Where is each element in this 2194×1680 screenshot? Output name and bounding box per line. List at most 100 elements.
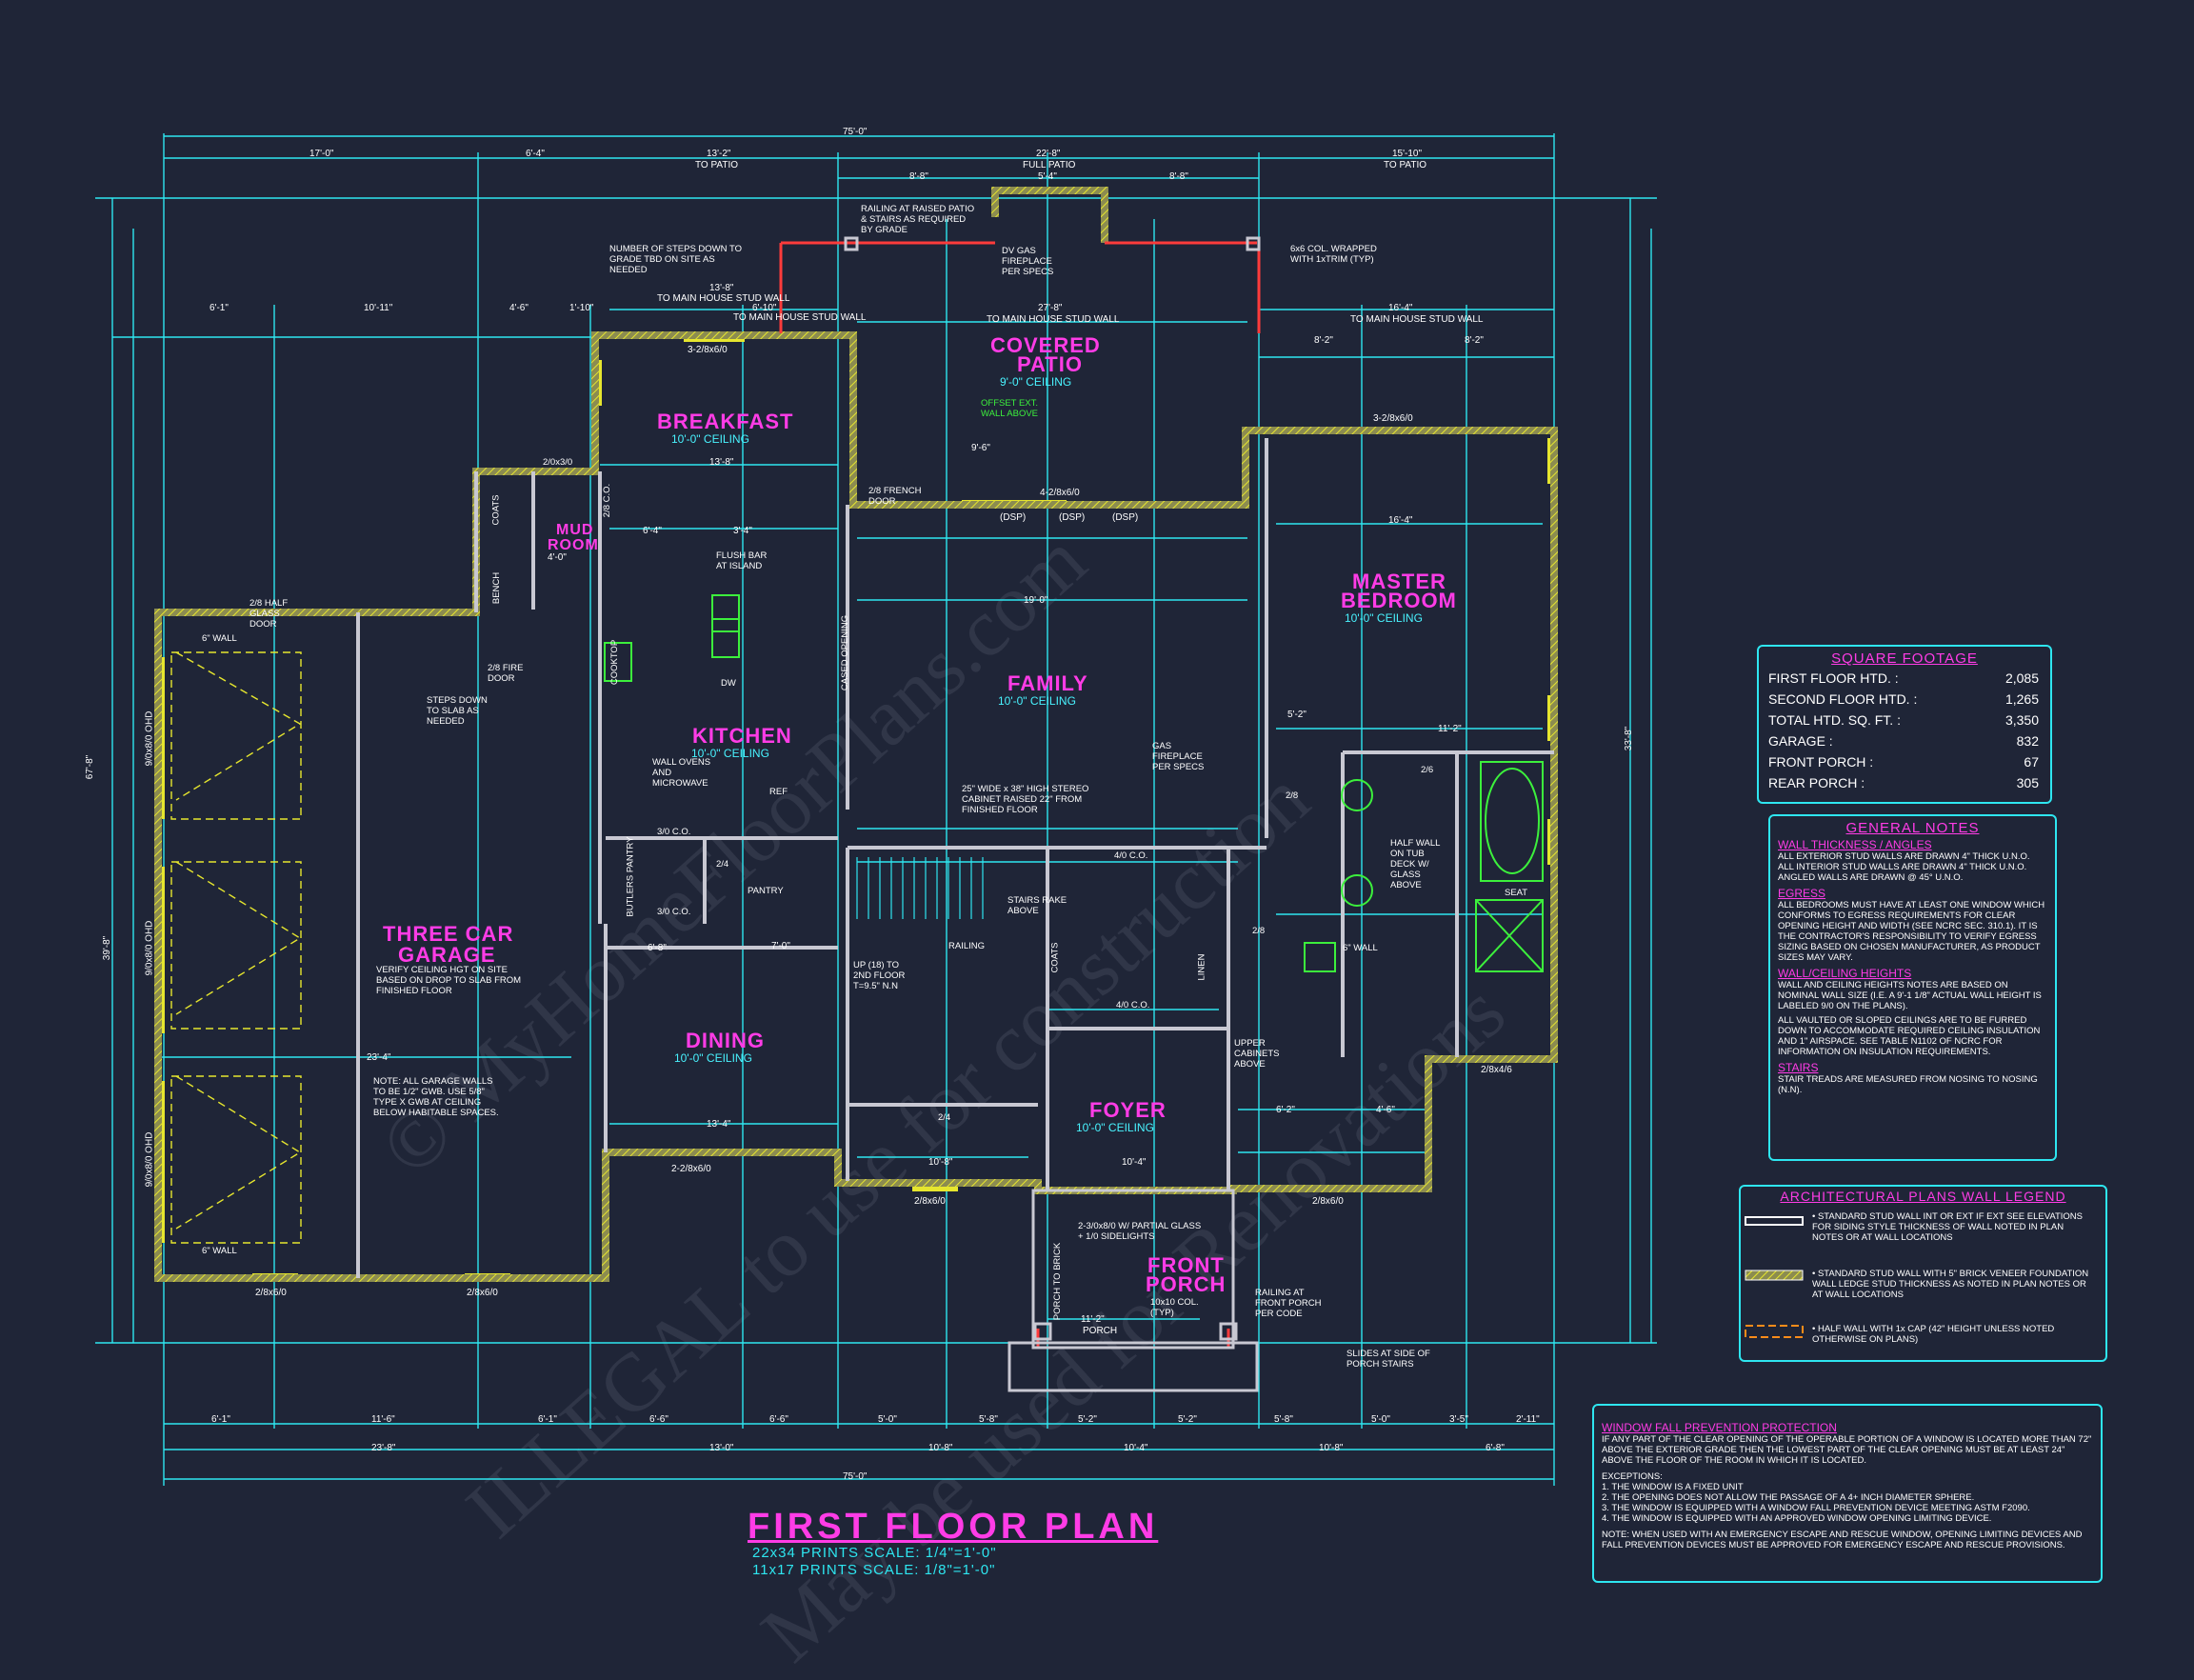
notes-heading-heights: WALL/CEILING HEIGHTS <box>1778 967 1912 980</box>
room-breakfast: BREAKFAST <box>657 410 794 433</box>
garage-door-1: 9/0x8/0 OHD <box>144 710 155 767</box>
ceiling-master: 10'-0" CEILING <box>1345 611 1423 625</box>
label-co-7: 2/4 <box>938 1112 951 1123</box>
ceiling-dining: 10'-0" CEILING <box>674 1051 752 1065</box>
callout-porch-to-brick: PORCH TO BRICK <box>1052 1242 1064 1321</box>
dim-bottom-1: 6'-1" <box>211 1414 230 1425</box>
dim-13-4: 13'-4" <box>707 1119 731 1130</box>
dim-10-8: 10'-8" <box>928 1157 953 1168</box>
callout-french-door: 2/8 FRENCH DOOR <box>868 486 922 507</box>
legend-line-1: • STANDARD STUD WALL INT OR EXT IF EXT S… <box>1812 1211 2083 1243</box>
legend-swatches <box>1745 1216 1804 1338</box>
notes-heading-wall: WALL THICKNESS / ANGLES <box>1778 838 1932 851</box>
floor-plan-drawing <box>95 133 1804 1486</box>
window-fall-e1: 1. THE WINDOW IS A FIXED UNIT <box>1602 1482 1744 1492</box>
dim-bottom2-2: 13'-0" <box>709 1443 734 1453</box>
dim-row3-d: 1'-10" <box>569 303 594 313</box>
sf-value: 2,085 <box>2005 670 2039 686</box>
callout-dv-gas: DV GAS FIREPLACE PER SPECS <box>1002 246 1054 277</box>
dim-bottom-12: 3'-5" <box>1449 1414 1468 1425</box>
notes-stairs-text: STAIR TREADS ARE MEASURED FROM NOSING TO… <box>1778 1074 2038 1095</box>
callout-half-wall-tub: HALF WALL ON TUB DECK W/ GLASS ABOVE <box>1390 838 1441 890</box>
callout-wall-6c: 6" WALL <box>1343 943 1378 953</box>
callout-steps-slab: STEPS DOWN TO SLAB AS NEEDED <box>427 695 488 727</box>
window-fall-panel: WINDOW FALL PREVENTION PROTECTION IF ANY… <box>1592 1404 2103 1583</box>
ceiling-covered-patio: 9'-0" CEILING <box>1000 375 1072 389</box>
callout-railing-raised: RAILING AT RAISED PATIO & STAIRS AS REQU… <box>861 204 975 235</box>
label-co-8: 2/8 <box>1286 790 1299 801</box>
dim-7-0: 7'-0" <box>771 941 790 951</box>
room-master-1: MASTER <box>1352 570 1446 593</box>
sf-label: GARAGE : <box>1768 733 1833 749</box>
dim-left-total: 67'-8" <box>85 754 96 780</box>
callout-col-6x6: 6x6 COL. WRAPPED WITH 1xTRIM (TYP) <box>1290 244 1377 265</box>
callout-porch-railing: RAILING AT FRONT PORCH PER CODE <box>1255 1288 1322 1319</box>
dim-to-main-3: TO MAIN HOUSE STUD WALL <box>987 314 1120 325</box>
square-footage-row: TOTAL HTD. SQ. FT. : 3,350 <box>1768 712 2039 733</box>
dim-13-8: 13'-8" <box>709 283 734 293</box>
dim-bottom-11: 5'-0" <box>1371 1414 1390 1425</box>
dim-garage-depth: 39'-8" <box>102 935 113 961</box>
fixtures <box>604 594 1544 972</box>
notes-egress-text: ALL BEDROOMS MUST HAVE AT LEAST ONE WIND… <box>1778 900 2045 963</box>
sf-value: 67 <box>2024 754 2039 770</box>
room-covered-patio-1: COVERED <box>990 333 1101 357</box>
patio-railing <box>779 241 1261 1348</box>
sf-label: FRONT PORCH : <box>1768 754 1874 770</box>
dim-porch: PORCH <box>1083 1326 1118 1336</box>
label-bench: BENCH <box>491 571 503 605</box>
dim-bottom2-6: 6'-8" <box>1486 1443 1505 1453</box>
sf-value: 3,350 <box>2005 712 2039 728</box>
sf-label: REAR PORCH : <box>1768 775 1865 790</box>
square-footage-row: SECOND FLOOR HTD. :1,265 <box>1768 691 2039 712</box>
dim-top-5b: TO PATIO <box>1384 160 1427 170</box>
window-fall-text: IF ANY PART OF THE CLEAR OPENING OF THE … <box>1602 1434 2092 1466</box>
callout-flush-bar: FLUSH BAR AT ISLAND <box>716 550 768 571</box>
dim-top-5: 15'-10" <box>1392 149 1423 159</box>
dim-bottom-2: 11'-6" <box>371 1414 395 1425</box>
square-footage-row: GARAGE : 832 <box>1768 733 2039 754</box>
garage-door-3: 9/0x8/0 OHD <box>144 1131 155 1188</box>
callout-half-glass: 2/8 HALF GLASS DOOR <box>249 598 289 630</box>
dim-overall-bottom: 75'-0" <box>843 1471 868 1482</box>
sf-label: TOTAL HTD. SQ. FT. : <box>1768 712 1901 728</box>
window-label-w11: 2/8x6/0 <box>255 1288 287 1298</box>
dim-top-3: 13'-2" <box>707 149 731 159</box>
dim-bottom-9: 5'-2" <box>1178 1414 1197 1425</box>
label-pantry: PANTRY <box>748 886 784 896</box>
dim-bottom2-1: 23'-8" <box>371 1443 396 1453</box>
callout-slides: SLIDES AT SIDE OF PORCH STAIRS <box>1346 1349 1430 1370</box>
wall-legend-panel: ARCHITECTURAL PLANS WALL LEGEND • STANDA… <box>1739 1185 2107 1362</box>
stairs <box>856 857 984 919</box>
label-cooktop: COOKTOP <box>609 639 621 686</box>
dim-27-8: 27'-8" <box>1038 303 1063 313</box>
scale-22x34: 22x34 PRINTS SCALE: 1/4"=1'-0" <box>752 1545 997 1561</box>
window-fall-e3: 3. THE WINDOW IS EQUIPPED WITH A WINDOW … <box>1602 1503 2030 1513</box>
room-front-porch-1: FRONT <box>1147 1253 1225 1277</box>
callout-offset-wall: OFFSET EXT. WALL ABOVE <box>981 398 1039 419</box>
dim-6-8: 6'-8" <box>648 943 667 953</box>
window-label-w4: 4-2/8x6/0 <box>1040 488 1080 498</box>
notes-heading-egress: EGRESS <box>1778 887 1826 900</box>
sf-value: 832 <box>2016 733 2039 749</box>
room-covered-patio-2: PATIO <box>1017 352 1083 376</box>
window-label-w14: 2/8x6/0 <box>914 1196 946 1207</box>
dim-9-6: 9'-6" <box>971 443 990 453</box>
room-garage-1: THREE CAR <box>383 922 514 946</box>
wall-legend-title: ARCHITECTURAL PLANS WALL LEGEND <box>1780 1189 2066 1204</box>
dim-4-6: 4'-6" <box>1376 1105 1395 1115</box>
window-label-w1: 3-2/8x6/0 <box>688 345 728 355</box>
front-porch-outline <box>844 236 1261 1392</box>
ceiling-family: 10'-0" CEILING <box>998 694 1076 708</box>
label-dw: DW <box>721 678 736 689</box>
sf-label: FIRST FLOOR HTD. : <box>1768 670 1899 686</box>
dim-right-total: 33'-8" <box>1624 726 1635 751</box>
notes-heading-stairs: STAIRS <box>1778 1061 1819 1074</box>
label-co-1: 2/8 C.O. <box>602 483 613 518</box>
dimension-lines <box>95 133 1657 1486</box>
notes-heights-text: WALL AND CEILING HEIGHTS NOTES ARE BASED… <box>1778 980 2042 1011</box>
callout-wall-6a: 6" WALL <box>202 633 237 644</box>
callout-porch-col: 10x10 COL. (TYP) <box>1150 1297 1199 1318</box>
general-notes-panel: GENERAL NOTES WALL THICKNESS / ANGLES AL… <box>1768 814 2057 1161</box>
room-garage-2: GARAGE <box>398 943 496 967</box>
